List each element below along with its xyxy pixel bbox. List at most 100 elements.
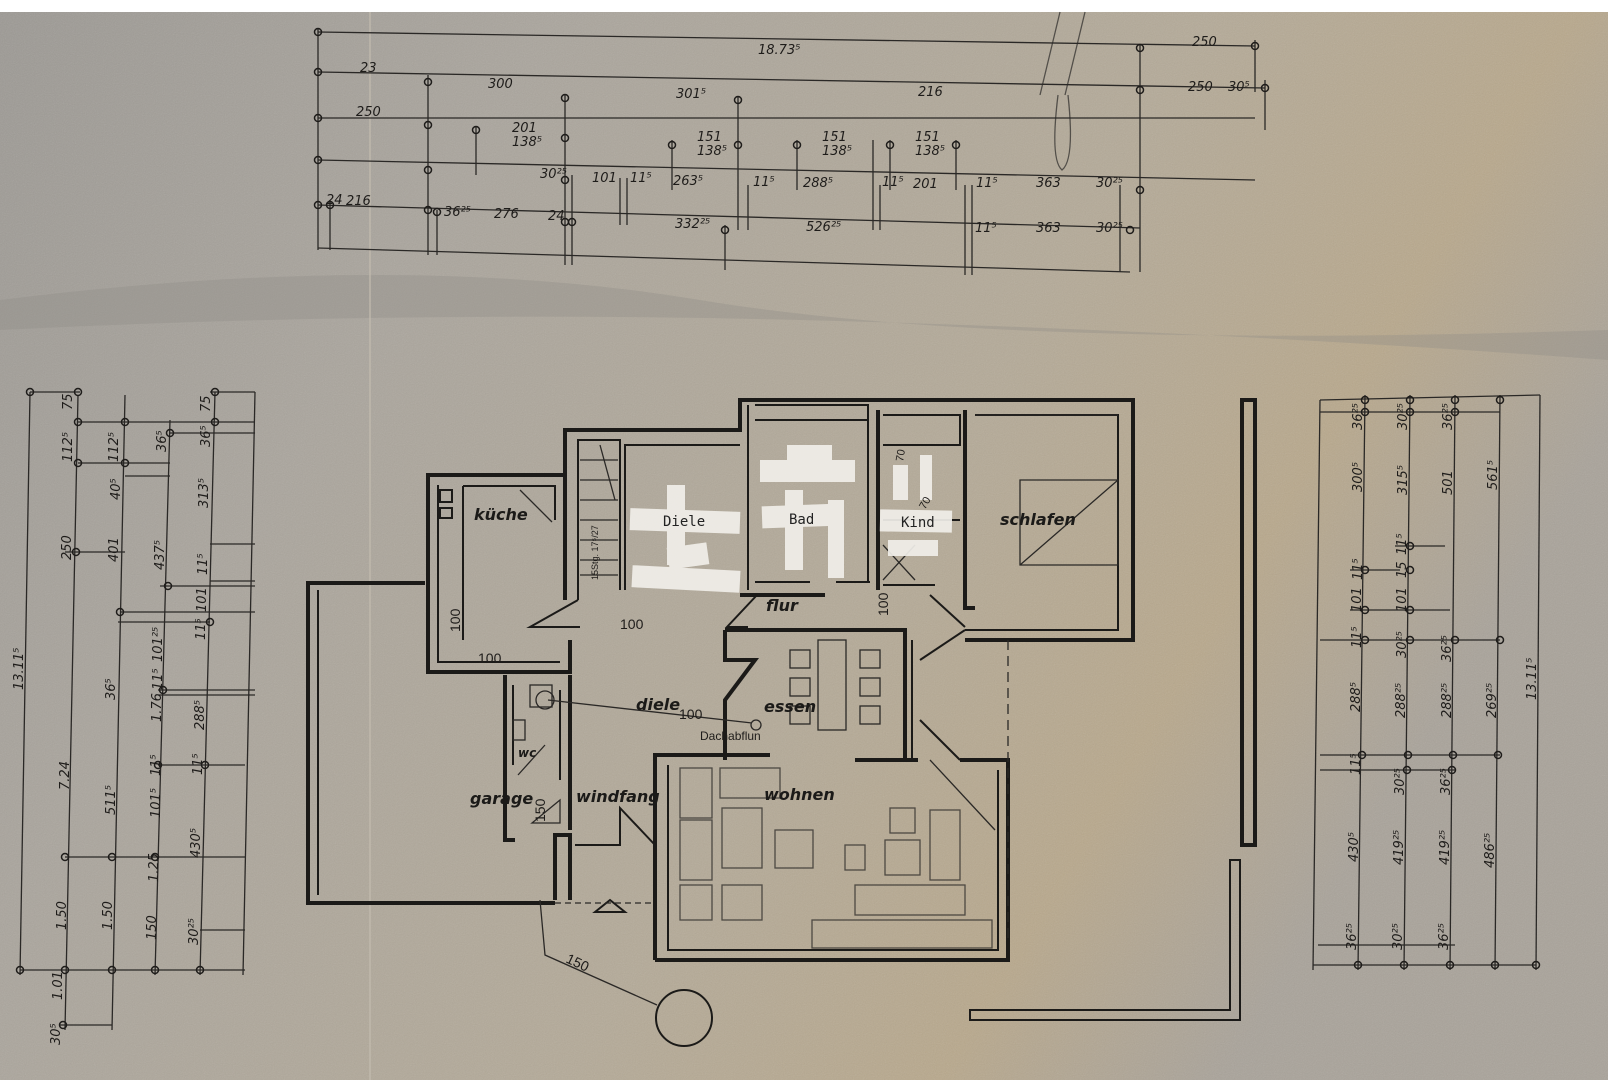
dim-label: 101 <box>1395 587 1410 612</box>
pencil-mark <box>1039 11 1086 171</box>
room-label-kueche: küche <box>474 505 528 524</box>
dim-label: 24 <box>326 193 343 208</box>
dim-label: 11⁵ <box>194 618 209 640</box>
dim-label: 30⁵ <box>49 1023 64 1045</box>
dim-label: 313⁵ <box>197 478 212 508</box>
dim-label: 419²⁵ <box>1438 830 1453 865</box>
plan-annotations: Dachabflun 15Stg. 17⁵/27 100 100 100 100… <box>447 448 934 974</box>
dim-label: 30²⁵ <box>1395 631 1410 658</box>
dim-label: 288²⁵ <box>1394 683 1409 718</box>
dim-label: 1.01 <box>51 971 66 1000</box>
dim-label: 332²⁵ <box>675 217 710 232</box>
dim-label: 1.25 <box>147 853 162 882</box>
annotation-dachabfluss: Dachabflun <box>700 729 761 743</box>
dim-label: 430⁵ <box>189 828 204 858</box>
dim-label: 216 <box>346 194 371 209</box>
dim-label: 501 <box>1441 470 1456 495</box>
room-labels: küche Diele Bad Kind schlafen flur diele… <box>470 505 1076 808</box>
dim-label: 250 <box>1192 35 1217 50</box>
right-dimension-lines <box>1312 394 1541 971</box>
dim-label: 1.50 <box>55 901 70 930</box>
dim-label: 36²⁵ <box>444 205 471 220</box>
left-dimension-labels: 13.11⁵ 75 112⁵ 250 7.24 1.50 1.01 30⁵ 11… <box>12 393 214 1045</box>
room-label-diele: diele <box>636 695 680 714</box>
dim-label: 315⁵ <box>1396 465 1411 495</box>
dim-label: 288⁵ <box>803 176 833 191</box>
dim-label: 511⁵ <box>104 785 119 815</box>
dim-label: 36²⁵ <box>1439 768 1454 795</box>
room-label-essen: essen <box>764 697 816 716</box>
top-dimension-lines <box>313 27 1270 275</box>
dim-label: 151 <box>822 130 847 145</box>
dim-label: 151 <box>697 130 722 145</box>
dim-label: 30²⁵ <box>1096 221 1123 236</box>
top-dimension-labels: 18.73⁵ 250 23 300 301⁵ 216 250 30⁵ 250 2… <box>326 35 1250 236</box>
room-label-wohnen: wohnen <box>764 785 835 804</box>
dim-label: 250 <box>1188 80 1213 95</box>
dim-label: 526²⁵ <box>806 220 841 235</box>
dim-label: 11⁵ <box>630 171 652 186</box>
dim-label: 11⁵ <box>1350 626 1365 648</box>
dim-label: 75 <box>199 395 214 412</box>
right-dimension-labels: 36²⁵ 300⁵ 11⁵ 101 11⁵ 288⁵ 11⁵ 430⁵ 36²⁵… <box>1345 403 1540 950</box>
dim-label: 138⁵ <box>512 135 542 150</box>
dim-label: 263⁵ <box>673 174 703 189</box>
dim-label: 101²⁵ <box>151 627 166 662</box>
dim-label: 30⁵ <box>1228 80 1250 95</box>
dim-label: 30²⁵ <box>540 167 567 182</box>
dim-label: 30²⁵ <box>1393 768 1408 795</box>
annotation-dimension: 70 <box>917 495 934 512</box>
dim-label: 30²⁵ <box>1391 923 1406 950</box>
dim-label: 300 <box>488 77 513 92</box>
dim-label: 75 <box>61 393 76 410</box>
dim-label: 23 <box>360 61 377 76</box>
dim-label: 36²⁵ <box>1345 923 1360 950</box>
dim-label: 269²⁵ <box>1485 683 1500 718</box>
dim-label: 151 <box>915 130 940 145</box>
dim-label: 363 <box>1036 176 1061 191</box>
dim-label: 201 <box>512 121 537 136</box>
annotation-dimension: 100 <box>478 650 502 666</box>
room-label-garage: garage <box>470 789 533 808</box>
dim-label: 11⁵ <box>975 221 997 236</box>
dim-label: 11⁵ <box>882 175 904 190</box>
dim-label: 11⁵ <box>191 753 206 775</box>
dim-label: 11⁵ <box>976 176 998 191</box>
dim-label: 201 <box>913 177 938 192</box>
paper-fold-shadow <box>0 275 1608 360</box>
dim-label: 216 <box>918 85 943 100</box>
left-dimension-lines <box>15 387 256 1031</box>
dim-label: 36²⁵ <box>1437 923 1452 950</box>
dim-label: 486²⁵ <box>1483 833 1498 868</box>
dim-label: 15 <box>1395 561 1410 578</box>
room-label-wc: wc <box>518 746 536 760</box>
dim-label: 101 <box>592 171 617 186</box>
floor-plan-walls <box>306 398 1257 1047</box>
annotation-dimension: 150 <box>532 798 548 822</box>
dim-label: 288²⁵ <box>1440 683 1455 718</box>
dim-label: 11⁵ <box>196 553 211 575</box>
dim-label: 138⁵ <box>915 144 945 159</box>
dim-label: 11⁵ <box>1349 753 1364 775</box>
dim-label: 24 <box>548 209 565 224</box>
dim-label: 401 <box>107 537 122 562</box>
dim-label: 11⁵ <box>151 668 166 690</box>
annotation-dimension: 100 <box>875 592 891 616</box>
dim-label: 11⁵ <box>149 754 164 776</box>
dim-label: 250 <box>60 535 75 560</box>
annotation-dimension: 70 <box>894 448 908 462</box>
dim-label: 112⁵ <box>107 432 122 462</box>
dim-label: 11⁵ <box>1351 558 1366 580</box>
dim-label: 300⁵ <box>1351 462 1366 492</box>
dim-label: 419²⁵ <box>1392 830 1407 865</box>
room-label-kind: Kind <box>901 515 935 531</box>
dim-label: 13.11⁵ <box>12 648 27 690</box>
dim-label: 430⁵ <box>1347 832 1362 862</box>
tape-patches <box>629 445 953 593</box>
annotation-dimension: 100 <box>447 608 463 632</box>
dim-label: 101 <box>1350 587 1365 612</box>
dim-label: 363 <box>1036 221 1061 236</box>
dim-label: 36⁵ <box>155 430 170 452</box>
dim-label: 138⁵ <box>822 144 852 159</box>
